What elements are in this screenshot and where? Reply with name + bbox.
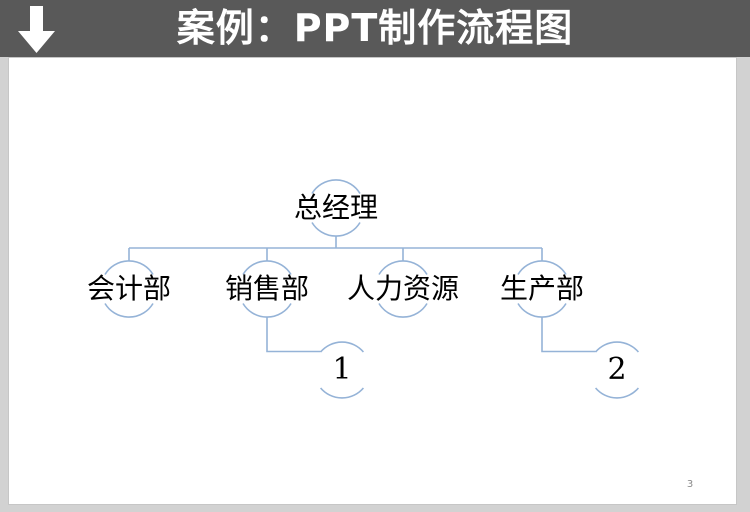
node-label-sub-1[interactable]: 1: [332, 352, 352, 387]
node-label-human-resources[interactable]: 人力资源: [346, 272, 460, 305]
node-label-general-manager[interactable]: 总经理: [293, 191, 379, 224]
page-number: 3: [686, 479, 694, 490]
node-label-sub-2[interactable]: 2: [607, 352, 627, 387]
down-arrow-icon: [18, 6, 55, 53]
node-label-accounting[interactable]: 会计部: [86, 272, 172, 305]
node-label-sales[interactable]: 销售部: [224, 272, 310, 305]
node-label-production[interactable]: 生产部: [499, 272, 585, 305]
slide-title: 案例：PPT制作流程图: [176, 6, 574, 50]
title-bar: 案例：PPT制作流程图: [0, 0, 750, 57]
